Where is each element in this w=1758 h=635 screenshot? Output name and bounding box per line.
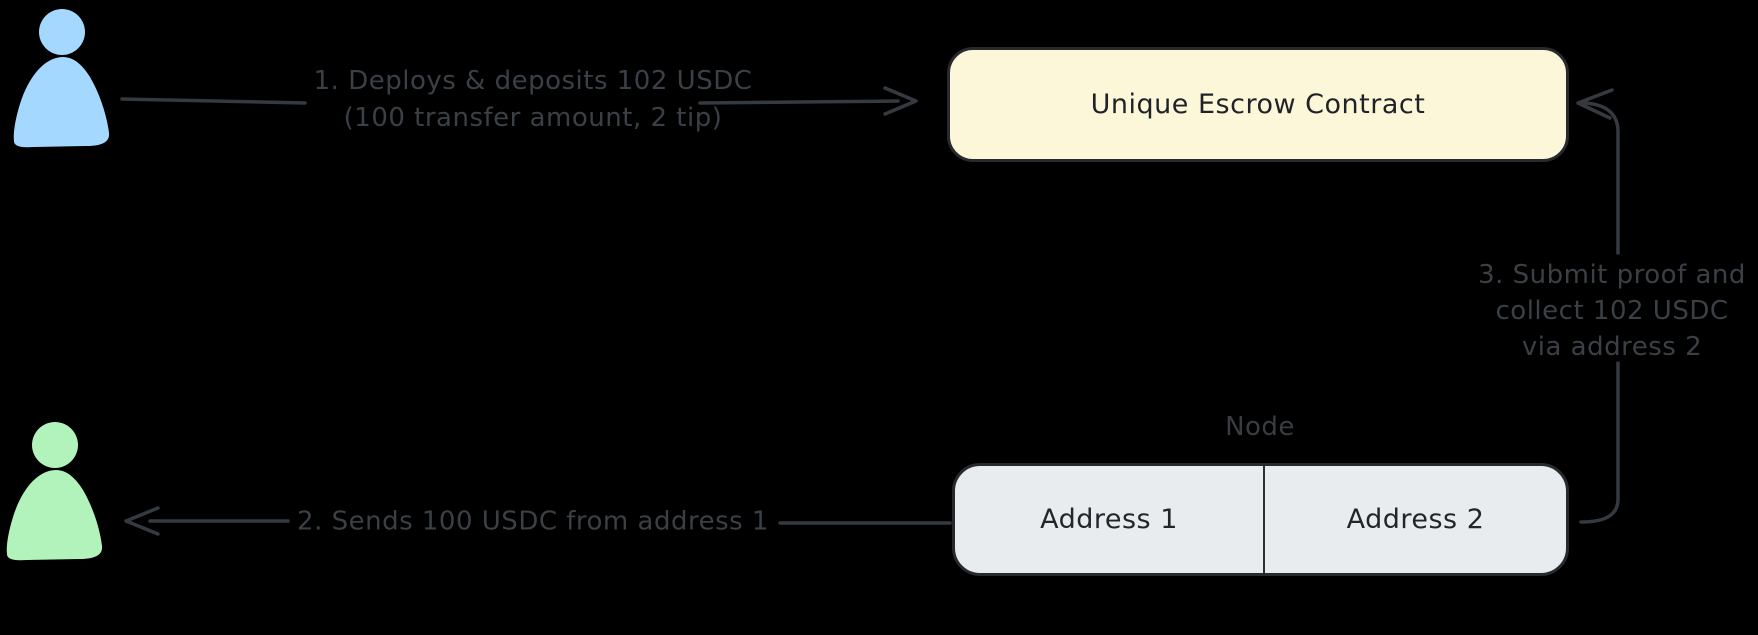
escrow-contract-label: Unique Escrow Contract	[1090, 89, 1426, 120]
node-title: Node	[1225, 412, 1295, 442]
step-2-label: 2. Sends 100 USDC from address 1	[297, 504, 769, 541]
flow-arrow-2	[124, 506, 952, 536]
node-box: Address 1 Address 2	[952, 463, 1569, 576]
address-2-cell: Address 2	[1265, 466, 1566, 573]
address-2-label: Address 2	[1346, 504, 1485, 535]
address-1-label: Address 1	[1040, 504, 1178, 535]
step-2-line-1: 2. Sends 100 USDC from address 1	[297, 506, 769, 537]
step-1-label: 1. Deploys & deposits 102 USDC (100 tran…	[314, 63, 753, 137]
recipient-person-icon	[6, 422, 103, 561]
escrow-contract-box: Unique Escrow Contract	[947, 47, 1569, 162]
step-1-line-1: 1. Deploys & deposits 102 USDC	[313, 66, 753, 96]
address-1-cell: Address 1	[955, 466, 1265, 573]
step-3-line-3: via address 2	[1521, 332, 1703, 362]
step-1-line-2: (100 transfer amount, 2 tip)	[343, 103, 723, 133]
step-3-label: 3. Submit proof and collect 102 USDC via…	[1478, 257, 1746, 365]
step-3-line-2: collect 102 USDC	[1495, 296, 1729, 326]
flow-arrow-1	[120, 86, 918, 116]
step-3-line-1: 3. Submit proof and	[1478, 260, 1746, 290]
flow-arrow-3	[1576, 88, 1620, 524]
sender-person-icon	[13, 9, 110, 148]
